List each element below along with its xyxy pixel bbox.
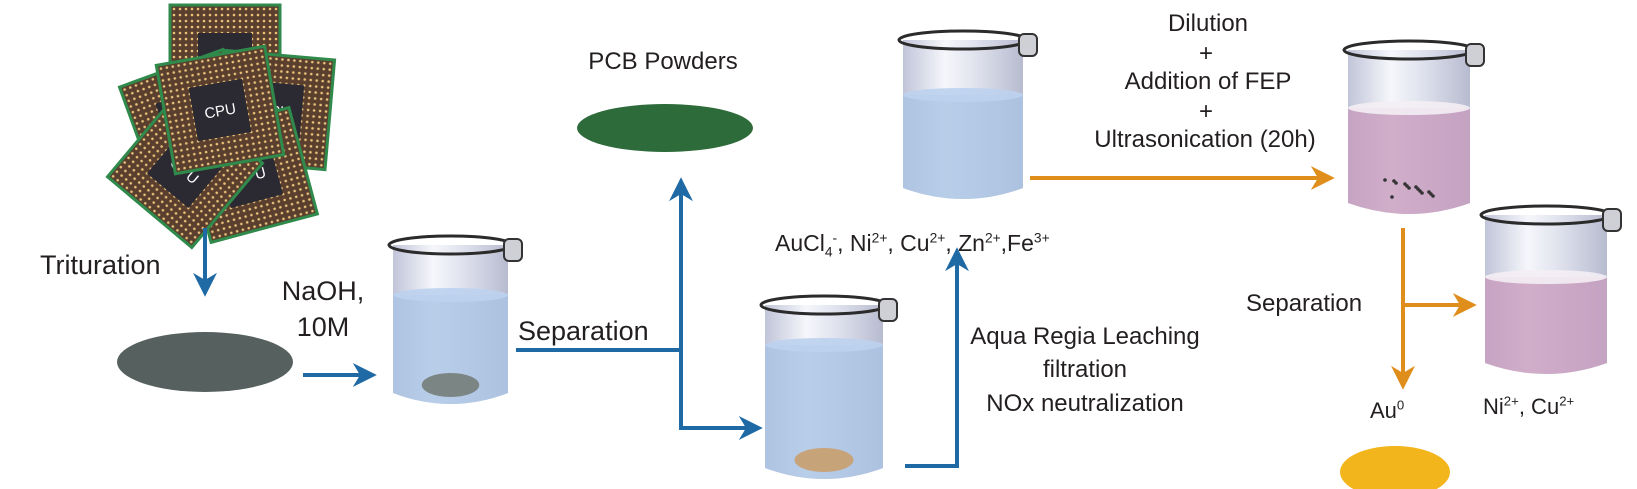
- naoh-label: NaOH,: [281, 276, 365, 306]
- orange-arrows: [1030, 166, 1477, 390]
- solution: [903, 95, 1023, 199]
- leachate-beaker: [897, 29, 1038, 199]
- naoh-concentration-label: 10M: [296, 312, 350, 342]
- pcb-powders-label: PCB Powders: [588, 48, 738, 75]
- gray-powder-pile: [117, 332, 293, 392]
- remaining-ions-label: Ni2+, Cu2+: [1483, 393, 1575, 419]
- dilution-label: Dilution: [1167, 10, 1249, 37]
- filtration-label: filtration: [1042, 356, 1128, 383]
- separation-label-1: Separation: [518, 316, 649, 346]
- beaker-spout: [503, 238, 523, 262]
- beaker-spout: [1018, 33, 1038, 57]
- cpu-chips-pile: CPUCPUCPUCPUCPUCPU: [105, 3, 337, 250]
- trituration-label: Trituration: [40, 250, 161, 280]
- aqua-regia-label: Aqua Regia Leaching: [970, 323, 1200, 350]
- beaker-spout: [1602, 208, 1622, 232]
- plus-sign-1: +: [1198, 40, 1214, 67]
- solution: [1485, 277, 1607, 374]
- solution: [765, 345, 883, 479]
- separation-label-2: Separation: [1246, 290, 1363, 317]
- blue-arrows: [193, 177, 969, 468]
- sediment: [421, 373, 480, 397]
- nox-label: NOx neutralization: [986, 390, 1184, 417]
- solution: [1348, 108, 1470, 214]
- naoh-beaker: [387, 234, 523, 404]
- cpu-chip-label: CPU: [203, 100, 237, 122]
- gold-particles: [1383, 178, 1435, 199]
- ultrasonication-label: Ultrasonication (20h): [1094, 126, 1316, 153]
- leachate-species: AuCl4-, Ni2+, Cu2+, Zn2+,Fe3+: [775, 230, 1050, 260]
- sediment: [794, 448, 854, 472]
- beaker-spout: [878, 298, 898, 322]
- gold-product-label: Au0: [1370, 397, 1405, 423]
- to-beaker2-arrow: [679, 350, 763, 440]
- residue-beaker: [759, 294, 898, 479]
- beaker-spout: [1465, 43, 1485, 67]
- gold-powder-pile: [1340, 446, 1450, 489]
- solution: [393, 295, 508, 404]
- pcb-powder-pile: [577, 104, 753, 152]
- fep-label: Addition of FEP: [1124, 68, 1292, 95]
- plus-sign-2: +: [1198, 98, 1214, 125]
- cpu-chip: CPU: [154, 44, 286, 176]
- leaching-arrow: [905, 247, 969, 468]
- fep-beaker: [1342, 39, 1485, 214]
- remaining-solution-beaker: [1479, 204, 1622, 374]
